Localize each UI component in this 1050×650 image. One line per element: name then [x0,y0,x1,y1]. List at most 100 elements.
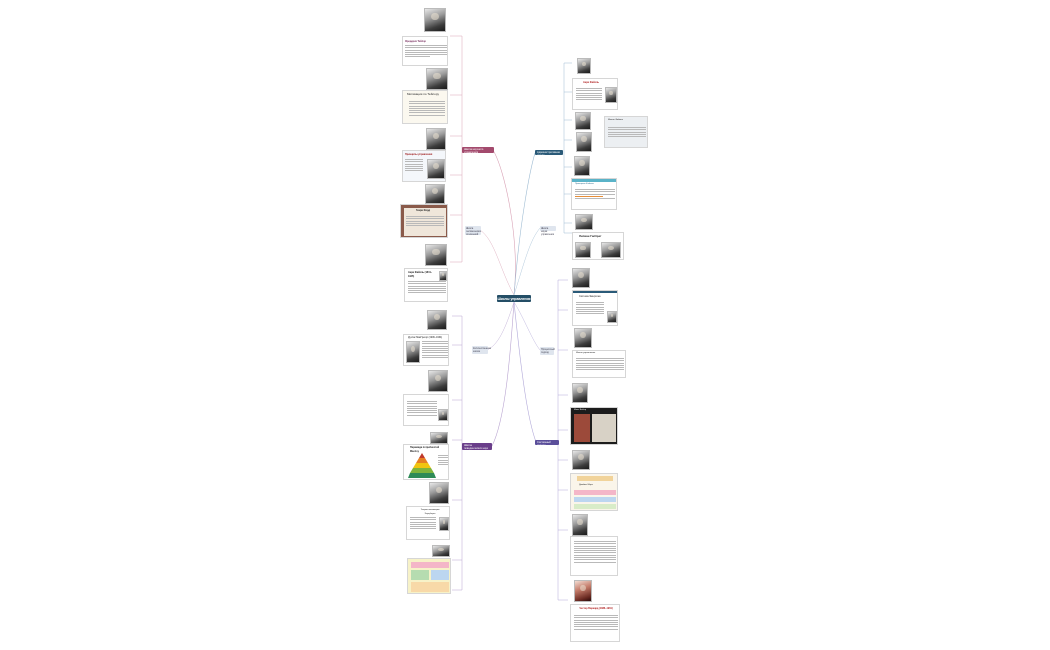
diagram-block [411,582,449,592]
pyramid-diagram [408,453,436,478]
header-bar [577,476,613,481]
card-title: Школа Файоля [608,119,623,121]
branch-behavioral[interactable]: Школа поведенческих наук [462,443,492,450]
card-maslow-pyramid: Пирамида потребностей Маслоу [403,444,449,480]
portrait-photo [572,268,590,288]
diagram-block [411,570,429,580]
portrait-photo [427,310,447,330]
card-fayol-right: Анри Файоль [572,78,618,110]
portrait-photo [425,184,445,204]
card-title: Теория мотивации Херцберга [420,509,440,515]
diagram-block [574,490,616,495]
table-lines [576,358,624,372]
text-lines [422,341,448,359]
portrait-photo [574,156,590,176]
card-title: Дуглас МакГрегор (1906–1964) [408,336,443,339]
card-title: Школа управления [576,352,596,354]
branch-scientific-management[interactable]: Школа научного управления (классическая … [462,147,494,153]
image-block [574,414,590,442]
card-title: Мотивация по Тейлору [407,92,439,96]
table-lines [410,517,436,531]
text-lines [407,401,437,417]
card-taylor-text: Фредерик Тейлор [402,36,448,66]
card-behavior-text [403,394,449,426]
header-bar [573,291,617,293]
portrait-photo [577,58,591,74]
branch-system-approach[interactable]: Системный подход [535,440,559,445]
card-motivation-table: Мотивация по Тейлору [402,90,448,124]
card-title: Честер Барнард (1886–1961) [579,607,613,610]
text-lines [406,216,444,227]
portrait-photo [574,328,592,348]
portrait-photo [439,271,447,281]
card-colorful-diagram [407,558,451,594]
card-mcgregor: Дуглас МакГрегор (1906–1964) [403,334,449,366]
branch-administrative[interactable]: Административная школа [535,150,563,155]
portrait-photo [430,432,448,444]
central-node[interactable]: Школы управления [497,295,531,302]
portrait-photo [575,242,591,258]
portrait-photo [572,383,588,403]
portrait-photo [429,482,449,504]
branch-human-relations[interactable]: Школа человеческих отношений [465,226,482,236]
portrait-photo [426,68,448,90]
card-management-table: Школа управления [572,350,626,378]
text-lines [575,189,615,200]
slide-inner: Генри Форд [404,208,446,236]
image-block [592,414,616,442]
portrait-photo [574,580,592,602]
text-lines [438,455,448,466]
card-title: Принципы управления [405,153,433,156]
portrait-photo [424,8,446,32]
card-emerson: Система Эмерсона [572,290,618,326]
card-weber-dark: Макс Вебер [570,407,618,445]
card-march: Джеймс Мэрч [570,473,618,511]
text-lines [405,45,447,59]
portrait-photo [601,242,621,258]
portrait-photo [575,214,593,230]
card-principles: Принципы управления [402,150,446,182]
card-fayol-principles: Принципы Файоля [571,178,617,210]
diagram-block [574,497,616,502]
text-lines [576,302,604,316]
branch-quantitative[interactable]: Количественная школа [472,346,492,354]
portrait-photo [425,244,447,266]
branch-management-science[interactable]: Школа науки управления [540,226,556,236]
card-text: Фредерик Тейлор [405,40,427,43]
text-lines [574,615,618,631]
portrait-photo [572,450,590,470]
portrait-photo [406,341,420,363]
card-herzberg: Теория мотивации Херцберга [406,506,450,540]
text-lines [408,281,446,295]
card-title: Макс Вебер [574,409,587,411]
text-lines [576,88,602,102]
card-title: Генри Форд [416,209,431,212]
card-fayol: Анри Файоль (1841–1925) [404,268,448,302]
portrait-photo [428,370,448,392]
card-text-block [570,536,618,576]
text-lines [405,159,423,173]
portrait-photo [427,159,445,179]
portrait-photo [575,112,591,130]
header-bar [572,179,616,182]
diagram-block [574,504,616,509]
portrait-photo [607,311,617,323]
text-lines [574,541,616,564]
card-title: Анри Файоль (1841–1925) [408,271,433,278]
card-title: Лилиан Гилбрет [579,234,602,238]
portrait-photo [605,87,617,103]
card-title: Принципы Файоля [575,183,594,185]
card-barnard: Честер Барнард (1886–1961) [570,604,620,642]
text-lines [608,127,646,138]
portrait-photo [576,132,592,152]
portrait-photo [426,128,446,150]
card-gilbreth: Лилиан Гилбрет [572,232,624,260]
branch-process-approach[interactable]: Процессный подход [540,347,555,355]
diagram-block [431,570,449,580]
portrait-photo [432,545,450,557]
card-title: Пирамида потребностей Маслоу [410,446,440,453]
diagram-block [411,562,449,568]
card-title: Система Эмерсона [579,295,601,298]
